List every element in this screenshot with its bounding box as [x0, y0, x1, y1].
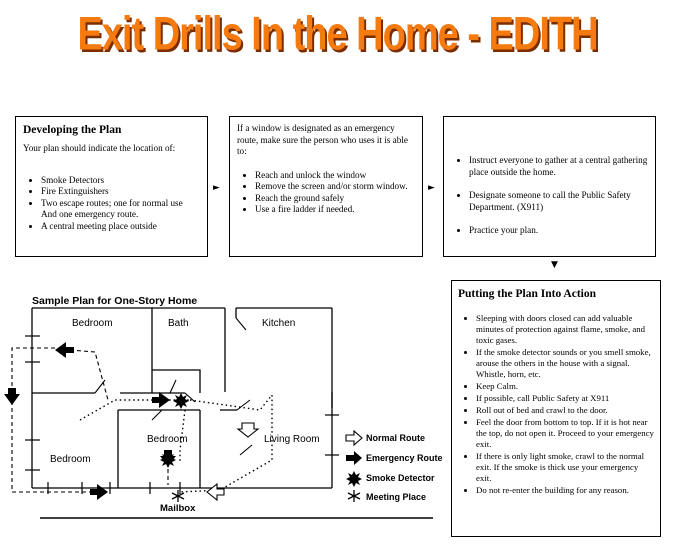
- list-item: Use a fire ladder if needed.: [255, 204, 415, 216]
- room-label-bedroom: Bedroom: [50, 454, 91, 465]
- list-item: Keep Calm.: [476, 381, 654, 392]
- list-item: If possible, call Public Safety at X911: [476, 393, 654, 404]
- window-route-panel: If a window is designated as an emergenc…: [229, 116, 423, 257]
- list-item: Instruct everyone to gather at a central…: [469, 155, 648, 178]
- list-item: Remove the screen and/or storm window.: [255, 181, 415, 193]
- developing-plan-heading: Developing the Plan: [23, 124, 122, 136]
- list-item: Two escape routes; one for normal use An…: [41, 198, 200, 221]
- legend-smoke-detector-icon: [346, 471, 362, 487]
- developing-plan-list: Smoke Detectors Fire Extinguishers Two e…: [23, 175, 200, 233]
- mailbox-label: Mailbox: [160, 503, 196, 514]
- list-item: Roll out of bed and crawl to the door.: [476, 405, 654, 416]
- list-item: A central meeting place outside: [41, 221, 200, 233]
- list-item: Feel the door from bottom to top. If it …: [476, 417, 654, 450]
- arrow-right-icon: ►: [428, 183, 435, 193]
- room-label-bedroom: Bedroom: [147, 434, 188, 445]
- page-title: Exit Drills In the Home - EDITH: [77, 8, 598, 61]
- smoke-detector-icon: [160, 393, 189, 468]
- map-legend: [345, 429, 363, 502]
- list-item: Do not re-enter the building for any rea…: [476, 485, 654, 496]
- emergency-route-arrow-icon: [4, 342, 176, 500]
- list-item: Reach and unlock the window: [255, 170, 415, 182]
- developing-plan-intro: Your plan should indicate the location o…: [23, 143, 176, 154]
- legend-smoke-detector-label: Smoke Detector: [366, 473, 435, 483]
- legend-normal-route-label: Normal Route: [366, 433, 426, 443]
- legend-emergency-route-icon: [346, 451, 362, 465]
- list-item: If the smoke detector sounds or you smel…: [476, 347, 654, 380]
- action-list: Sleeping with doors closed can add valua…: [458, 313, 654, 496]
- list-item: Designate someone to call the Public Saf…: [469, 190, 648, 213]
- normal-route-arrow-icon: [206, 422, 260, 502]
- action-heading: Putting the Plan Into Action: [458, 288, 597, 300]
- developing-plan-panel: Developing the Plan Your plan should ind…: [15, 116, 208, 257]
- meeting-place-icon: [171, 490, 185, 502]
- gathering-panel: Instruct everyone to gather at a central…: [443, 116, 656, 257]
- floor-plan-title: Sample Plan for One-Story Home: [32, 295, 198, 307]
- arrow-right-icon: ►: [213, 183, 220, 193]
- legend-meeting-place-icon: [347, 490, 361, 502]
- room-label-kitchen: Kitchen: [262, 318, 296, 329]
- room-label-bath: Bath: [168, 318, 189, 329]
- legend-meeting-place-label: Meeting Place: [366, 492, 427, 502]
- room-label-bedroom: Bedroom: [72, 318, 113, 329]
- room-label-living-room: Living Room: [264, 434, 320, 445]
- gathering-list: Instruct everyone to gather at a central…: [451, 155, 648, 237]
- window-route-list: Reach and unlock the window Remove the s…: [237, 170, 415, 216]
- arrow-down-icon: ▼: [551, 260, 558, 270]
- list-item: Practice your plan.: [469, 225, 648, 237]
- list-item: Reach the ground safely: [255, 193, 415, 205]
- legend-emergency-route-label: Emergency Route: [366, 453, 443, 463]
- list-item: Smoke Detectors: [41, 175, 200, 187]
- legend-normal-route-icon: [345, 429, 363, 447]
- window-route-intro: If a window is designated as an emergenc…: [237, 123, 408, 156]
- list-item: If there is only light smoke, crawl to t…: [476, 451, 654, 484]
- list-item: Fire Extinguishers: [41, 186, 200, 198]
- action-panel: Putting the Plan Into Action Sleeping wi…: [451, 280, 661, 537]
- window-markers: [25, 335, 339, 494]
- list-item: Sleeping with doors closed can add valua…: [476, 313, 654, 346]
